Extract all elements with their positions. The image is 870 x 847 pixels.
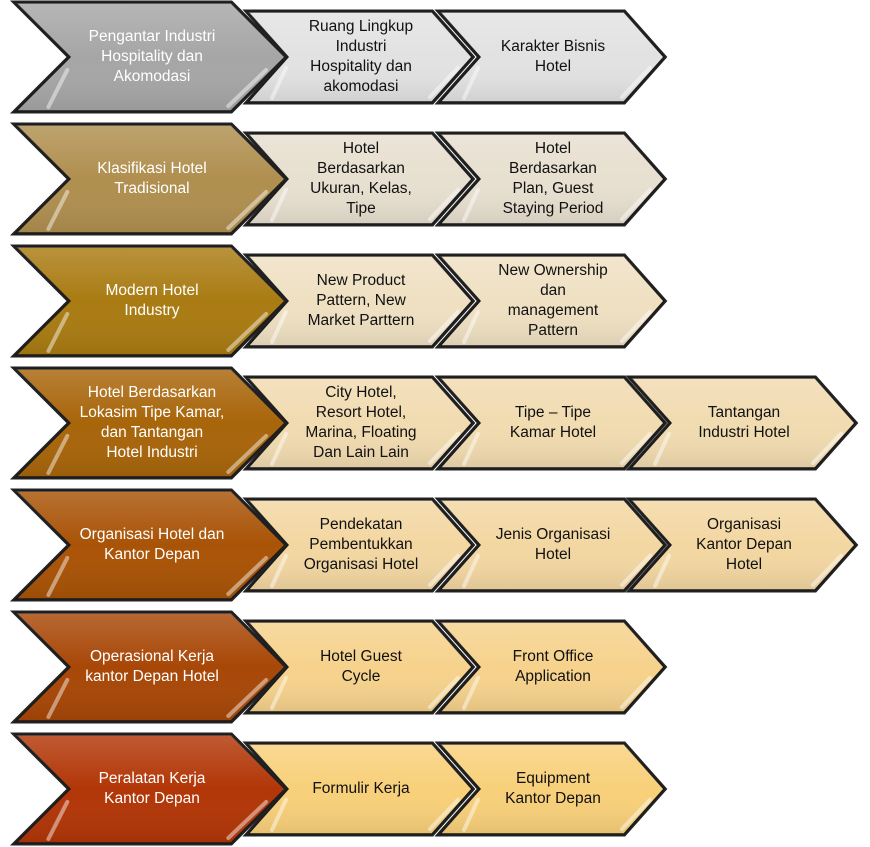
sub-step-chevron bbox=[242, 9, 476, 105]
sub-step-label: Organisasi Kantor Depan Hotel bbox=[696, 516, 792, 573]
sub-step-chevron bbox=[434, 131, 668, 227]
sub-step-label: Hotel Berdasarkan Ukuran, Kelas, Tipe bbox=[310, 140, 412, 217]
sub-step-chevron bbox=[625, 497, 859, 593]
sub-step-label: Jenis Organisasi Hotel bbox=[495, 526, 611, 563]
sub-step-chevron bbox=[242, 375, 476, 471]
sub-step-label: Tipe – Tipe Kamar Hotel bbox=[509, 404, 597, 441]
sub-step-label: New Ownership dan management Pattern bbox=[498, 262, 608, 339]
main-step-chevron bbox=[9, 0, 289, 114]
sub-step-chevron bbox=[434, 741, 668, 837]
main-step-label: Pengantar Industri Hospitality dan Akomo… bbox=[88, 28, 216, 85]
sub-step-label: Front Office Application bbox=[512, 648, 594, 685]
sub-step-label: Karakter Bisnis Hotel bbox=[500, 38, 606, 75]
main-step-label: Klasifikasi Hotel Tradisional bbox=[97, 160, 207, 197]
main-step-label: Operasional Kerja kantor Depan Hotel bbox=[85, 648, 219, 685]
main-step-label: Hotel Berdasarkan Lokasim Tipe Kamar, da… bbox=[79, 384, 225, 461]
sub-step-chevron bbox=[434, 619, 668, 715]
main-step-chevron bbox=[9, 610, 289, 724]
sub-step-label: Pendekatan Pembentukkan Organisasi Hotel bbox=[303, 516, 419, 573]
sub-step-chevron bbox=[625, 375, 859, 471]
sub-step-label: City Hotel, Resort Hotel, Marina, Floati… bbox=[305, 384, 417, 461]
sub-step-chevron bbox=[242, 253, 476, 349]
sub-step-label: Tantangan Industri Hotel bbox=[698, 404, 790, 441]
main-step-label: Peralatan Kerja Kantor Depan bbox=[98, 770, 206, 807]
main-step-chevron bbox=[9, 732, 289, 846]
sub-step-chevron bbox=[434, 497, 668, 593]
sub-step-label: Hotel Berdasarkan Plan, Guest Staying Pe… bbox=[502, 140, 604, 217]
sub-step-label: Equipment Kantor Depan bbox=[505, 770, 601, 807]
sub-step-label: Ruang Lingkup Industri Hospitality dan a… bbox=[308, 18, 414, 95]
main-step-label: Organisasi Hotel dan Kantor Depan bbox=[79, 526, 225, 563]
sub-step-chevron bbox=[242, 131, 476, 227]
main-step-chevron bbox=[9, 366, 289, 480]
main-step-chevron bbox=[9, 244, 289, 358]
sub-step-chevron bbox=[242, 497, 476, 593]
sub-step-chevron bbox=[434, 9, 668, 105]
main-step-chevron bbox=[9, 488, 289, 602]
sub-step-label: New Product Pattern, New Market Parttern bbox=[307, 272, 415, 329]
main-step-chevron bbox=[9, 122, 289, 236]
sub-step-chevron bbox=[242, 741, 476, 837]
sub-step-chevron bbox=[434, 375, 668, 471]
sub-step-label: Hotel Guest Cycle bbox=[320, 648, 402, 685]
main-step-label: Modern Hotel Industry bbox=[105, 282, 199, 319]
sub-step-chevron bbox=[434, 253, 668, 349]
sub-step-chevron bbox=[242, 619, 476, 715]
sub-step-label: Formulir Kerja bbox=[312, 780, 410, 797]
